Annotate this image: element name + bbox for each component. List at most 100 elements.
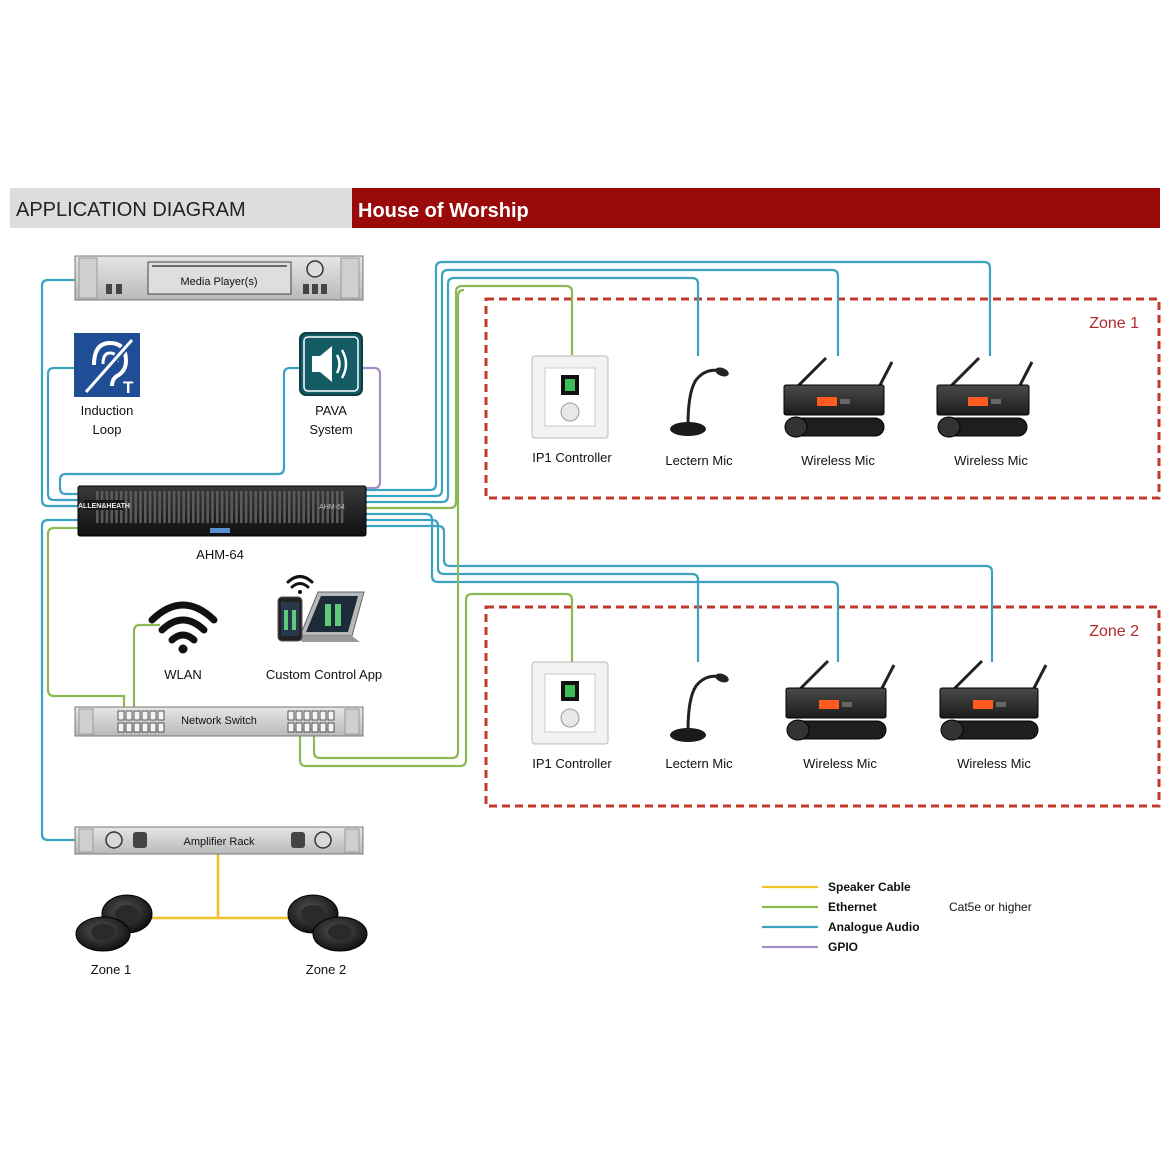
zone-2-lectern-mic: Lectern Mic (665, 673, 733, 771)
ethernet-port (295, 722, 303, 733)
cable-pava-audio (58, 366, 300, 496)
zone-1-border (484, 297, 1161, 500)
grille-slot (254, 491, 257, 523)
cable-amplifier (40, 518, 78, 842)
zone-1-lectern-label: Lectern Mic (665, 453, 733, 468)
zone-2-wireless-mic-a: Wireless Mic (785, 659, 896, 771)
zone-1-wireless-a-label: Wireless Mic (801, 453, 875, 468)
grille-slot (259, 491, 262, 523)
induction-loop-label-2: Loop (93, 422, 122, 437)
grille-slot (312, 491, 315, 523)
grille-slot (288, 491, 291, 523)
grille-slot (297, 491, 301, 523)
cable-pava-gpio (362, 366, 382, 490)
grille-slot (177, 491, 181, 523)
switch-ports-right (287, 710, 335, 733)
ethernet-port (303, 722, 311, 733)
ethernet-port (287, 710, 295, 721)
cable-zone2-wireless-b (366, 524, 994, 662)
zone-2-label: Zone 2 (1089, 623, 1139, 640)
legend-ethernet-note: Cat5e or higher (949, 900, 1032, 914)
zone-1-label: Zone 1 (1089, 315, 1139, 332)
grille-slot (172, 491, 176, 523)
ethernet-port (157, 710, 165, 721)
application-diagram-title: APPLICATION DIAGRAM (16, 199, 246, 221)
grille-slot (187, 491, 190, 523)
induction-loop-t-glyph: T (123, 378, 134, 397)
ethernet-port (125, 710, 133, 721)
phone-icon (277, 596, 303, 642)
cable-zone2-ip1 (298, 592, 574, 768)
network-switch: Network Switch (74, 706, 364, 737)
grille-slot (336, 491, 339, 523)
cable-wlan (132, 623, 160, 708)
grille-slot (292, 491, 296, 523)
grille-slot (326, 491, 329, 523)
zone-1-ip1-label: IP1 Controller (532, 450, 612, 465)
pava-system: PAVA System (299, 332, 363, 437)
cable-zone2-lectern (366, 518, 700, 662)
cable-induction-loop (46, 366, 78, 502)
grille-slot (139, 491, 142, 523)
zone-2-wireless-b-label: Wireless Mic (957, 756, 1031, 771)
media-player-label: Media Player(s) (180, 276, 257, 288)
grille-slot (249, 491, 253, 523)
induction-loop-label-1: Induction (81, 403, 134, 418)
ethernet-port (117, 722, 125, 733)
ethernet-port (125, 722, 133, 733)
ethernet-port (141, 710, 149, 721)
grille-slot (148, 491, 152, 523)
legend-label: Speaker Cable (828, 880, 911, 894)
small-wifi-icon (286, 575, 314, 594)
ethernet-port (133, 722, 141, 733)
speaker-zone1-label: Zone 1 (91, 962, 131, 977)
grille-slot (278, 491, 281, 523)
grille-slot (163, 491, 166, 523)
grille-slot (153, 491, 157, 523)
pava-label-1: PAVA (315, 403, 347, 418)
house-of-worship-title: House of Worship (358, 200, 529, 222)
ethernet-port (117, 710, 125, 721)
cable-media-player (40, 278, 78, 508)
grille-slot (244, 491, 248, 523)
ethernet-port (303, 710, 311, 721)
grille-slot (211, 491, 214, 523)
ethernet-port (149, 722, 157, 733)
grille-slot (196, 491, 200, 523)
grille-slot (264, 491, 267, 523)
grille-slot (307, 491, 310, 523)
grille-slot (302, 491, 305, 523)
grille-slot (321, 491, 325, 523)
grille-slot (144, 491, 147, 523)
grille-slot (220, 491, 224, 523)
cable-zone2-wireless-a (366, 512, 840, 662)
cable-zone1-lectern (366, 276, 700, 504)
switch-ports-left (117, 710, 165, 733)
amplifier-rack: Amplifier Rack (74, 826, 364, 855)
grille-slot (230, 491, 233, 523)
wlan-label: WLAN (164, 667, 202, 682)
legend-speaker-cable: Speaker Cable (762, 880, 911, 894)
cable-zone1-ip1 (366, 284, 574, 510)
speakers-zone-2: Zone 2 (287, 894, 368, 977)
ethernet-port (149, 710, 157, 721)
zone-2-devices: IP1 Controller Lectern Mic Wireless Mic (531, 659, 1048, 771)
grille-slot (206, 491, 209, 523)
grille-slot (283, 491, 286, 523)
zone-1-wireless-mic-a: Wireless Mic (783, 356, 894, 468)
cable-mixer-ethernet (46, 526, 126, 708)
pava-label-2: System (309, 422, 352, 437)
grille-slot (124, 491, 128, 523)
header-left-bg (10, 188, 352, 228)
legend-ethernet: Ethernet Cat5e or higher (762, 900, 1032, 914)
induction-loop: T Induction Loop (74, 333, 140, 437)
zone-2-lectern-label: Lectern Mic (665, 756, 733, 771)
media-player: Media Player(s) (74, 255, 364, 301)
grille-slot (340, 491, 344, 523)
grille-slot (216, 491, 219, 523)
ethernet-port (311, 722, 319, 733)
ethernet-port (327, 722, 335, 733)
legend-label: Ethernet (828, 900, 877, 914)
zone-2-ip1-controller: IP1 Controller (531, 661, 612, 771)
